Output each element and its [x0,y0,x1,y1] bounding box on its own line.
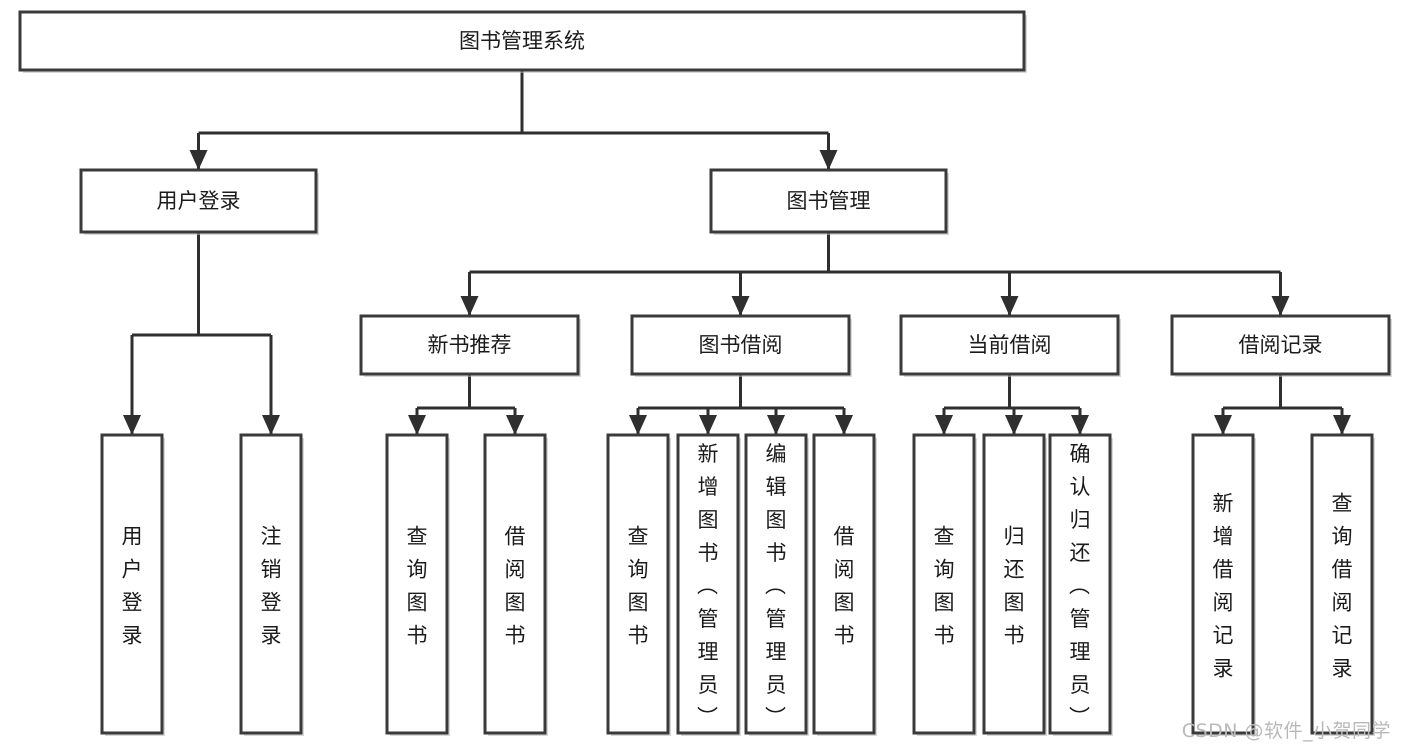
node-label: 查询图书 [934,525,955,648]
arrow-head [731,296,750,316]
arrow-head [935,415,953,435]
arrow-head [1214,415,1232,435]
node-rect[interactable] [812,433,876,735]
node-rect[interactable] [18,10,1026,72]
node-rect[interactable] [744,433,808,735]
arrow-head [506,415,524,435]
arrow-head [189,150,208,170]
node-new-book-rec[interactable]: 新书推荐 [359,314,581,377]
node-label: 用户登录 [157,189,241,213]
node-leaf-return-book[interactable]: 归还图书 [982,433,1047,736]
node-rect[interactable] [359,314,580,376]
node-label: 图书管理系统 [459,29,585,53]
arrow-head [1271,296,1290,316]
node-borrow-record[interactable]: 借阅记录 [1170,314,1392,377]
node-leaf-borrow-book-2[interactable]: 借阅图书 [812,433,877,736]
node-label: 归还图书 [1004,525,1025,648]
node-leaf-query-book-2[interactable]: 查询图书 [606,433,671,736]
watermark-text: CSDN @软件_小贺同学 [1181,720,1391,742]
node-leaf-query-record[interactable]: 查询借阅记录 [1310,433,1375,736]
node-rect[interactable] [239,433,303,735]
arrow-head [699,415,717,435]
node-leaf-add-record[interactable]: 新增借阅记录 [1191,433,1256,736]
arrow-head [767,415,785,435]
node-label: 图书管理 [787,189,871,213]
connector-layer [123,70,1351,435]
node-rect[interactable] [385,433,449,735]
node-rect[interactable] [630,314,851,376]
node-rect[interactable] [606,433,670,735]
node-rect[interactable] [79,168,318,234]
node-label: 当前借阅 [968,333,1052,357]
arrow-head [819,150,838,170]
node-rect[interactable] [1310,433,1374,735]
arrow-head [123,415,141,435]
node-leaf-borrow-book-1[interactable]: 借阅图书 [483,433,548,736]
node-label: 借阅记录 [1239,333,1323,357]
node-user-login[interactable]: 用户登录 [79,168,319,235]
node-label: 用户登录 [122,525,143,648]
node-rect[interactable] [483,433,547,735]
node-leaf-query-book-3[interactable]: 查询图书 [912,433,977,736]
node-label: 查询图书 [407,525,428,648]
node-leaf-edit-book[interactable]: 编辑图书（管理员） [744,433,809,736]
arrow-head [262,415,280,435]
node-leaf-add-book[interactable]: 新增图书（管理员） [676,433,741,736]
node-leaf-confirm-return[interactable]: 确认归还（管理员） [1048,433,1113,736]
node-rect[interactable] [899,314,1120,376]
node-label: 借阅图书 [505,525,526,648]
arrow-head [1333,415,1351,435]
node-leaf-query-book-1[interactable]: 查询图书 [385,433,450,736]
node-label: 新增借阅记录 [1213,492,1234,681]
node-label: 编辑图书（管理员） [765,442,787,730]
arrow-head [1071,415,1089,435]
node-current-borrow[interactable]: 当前借阅 [899,314,1121,377]
node-rect[interactable] [676,433,740,735]
node-rect[interactable] [1048,433,1112,735]
node-label: 注销登录 [261,525,282,648]
node-root[interactable]: 图书管理系统 [18,10,1027,73]
node-leaf-logout[interactable]: 注销登录 [239,433,304,736]
arrow-head [835,415,853,435]
node-rect[interactable] [912,433,976,735]
node-rect[interactable] [100,433,164,735]
node-label: 查询图书 [628,525,649,648]
node-label: 借阅图书 [834,525,855,648]
node-layer: 图书管理系统用户登录图书管理新书推荐图书借阅当前借阅借阅记录用户登录注销登录查询… [18,10,1392,736]
node-label: 确认归还（管理员） [1069,442,1091,730]
node-rect[interactable] [709,168,948,234]
arrow-head [408,415,426,435]
node-rect[interactable] [1191,433,1255,735]
node-rect[interactable] [982,433,1046,735]
node-rect[interactable] [1170,314,1391,376]
arrow-head [1000,296,1019,316]
node-book-borrow[interactable]: 图书借阅 [630,314,852,377]
node-label: 查询借阅记录 [1332,492,1353,681]
node-book-manage[interactable]: 图书管理 [709,168,949,235]
node-label: 新书推荐 [428,333,512,357]
node-label: 新增图书（管理员） [697,442,719,730]
arrow-head [460,296,479,316]
arrow-head [629,415,647,435]
node-label: 图书借阅 [699,333,783,357]
node-leaf-user-login[interactable]: 用户登录 [100,433,165,736]
arrow-head [1005,415,1023,435]
